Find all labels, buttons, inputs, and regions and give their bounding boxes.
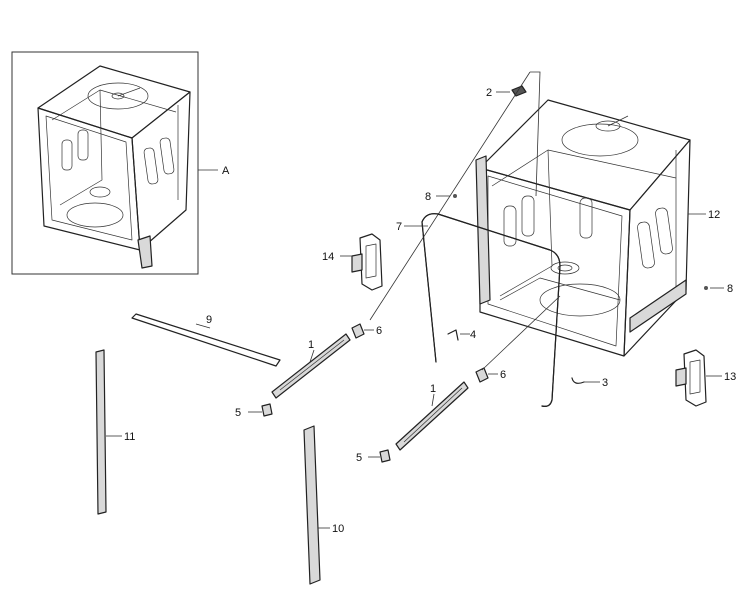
label-11: 11 bbox=[124, 431, 135, 443]
part-10-strip: 10 bbox=[303, 425, 344, 585]
label-1-right: 1 bbox=[430, 383, 436, 395]
label-10: 10 bbox=[332, 523, 344, 535]
label-3: 3 bbox=[602, 377, 608, 389]
label-2: 2 bbox=[486, 87, 492, 99]
label-5-right: 5 bbox=[356, 452, 362, 464]
label-7: 7 bbox=[396, 221, 402, 233]
label-9: 9 bbox=[206, 314, 212, 326]
part-1-rail-left: 1 bbox=[271, 333, 351, 399]
assembly-a-inset: A bbox=[11, 51, 230, 275]
label-6-right: 6 bbox=[500, 369, 506, 381]
part-13-hinge-right: 13 bbox=[675, 349, 736, 407]
part-4-clip: 4 bbox=[447, 329, 476, 341]
label-13: 13 bbox=[724, 371, 736, 383]
label-12: 12 bbox=[708, 209, 720, 221]
part-1-rail-right: 1 bbox=[395, 381, 469, 451]
part-5-clips: 5 5 bbox=[235, 403, 391, 464]
label-8-top: 8 bbox=[425, 191, 431, 203]
main-tub-part-12: 12 bbox=[475, 99, 720, 357]
part-7-gasket: 7 bbox=[396, 213, 561, 407]
label-6-left: 6 bbox=[376, 325, 382, 337]
part-11-strip: 11 bbox=[95, 349, 135, 515]
label-5-left: 5 bbox=[235, 407, 241, 419]
part-9-strip: 9 bbox=[131, 313, 281, 367]
label-1-left: 1 bbox=[308, 339, 314, 351]
label-a: A bbox=[222, 165, 230, 177]
part-3-clip: 3 bbox=[571, 377, 608, 389]
part-6-brackets: 6 6 bbox=[351, 295, 561, 383]
label-4: 4 bbox=[470, 329, 476, 341]
part-14-hinge-left: 14 bbox=[322, 233, 383, 291]
small-tub-drawing bbox=[37, 65, 191, 269]
label-14: 14 bbox=[322, 251, 334, 263]
label-8-right: 8 bbox=[727, 283, 733, 295]
part-8-screws: 8 8 bbox=[425, 191, 733, 295]
